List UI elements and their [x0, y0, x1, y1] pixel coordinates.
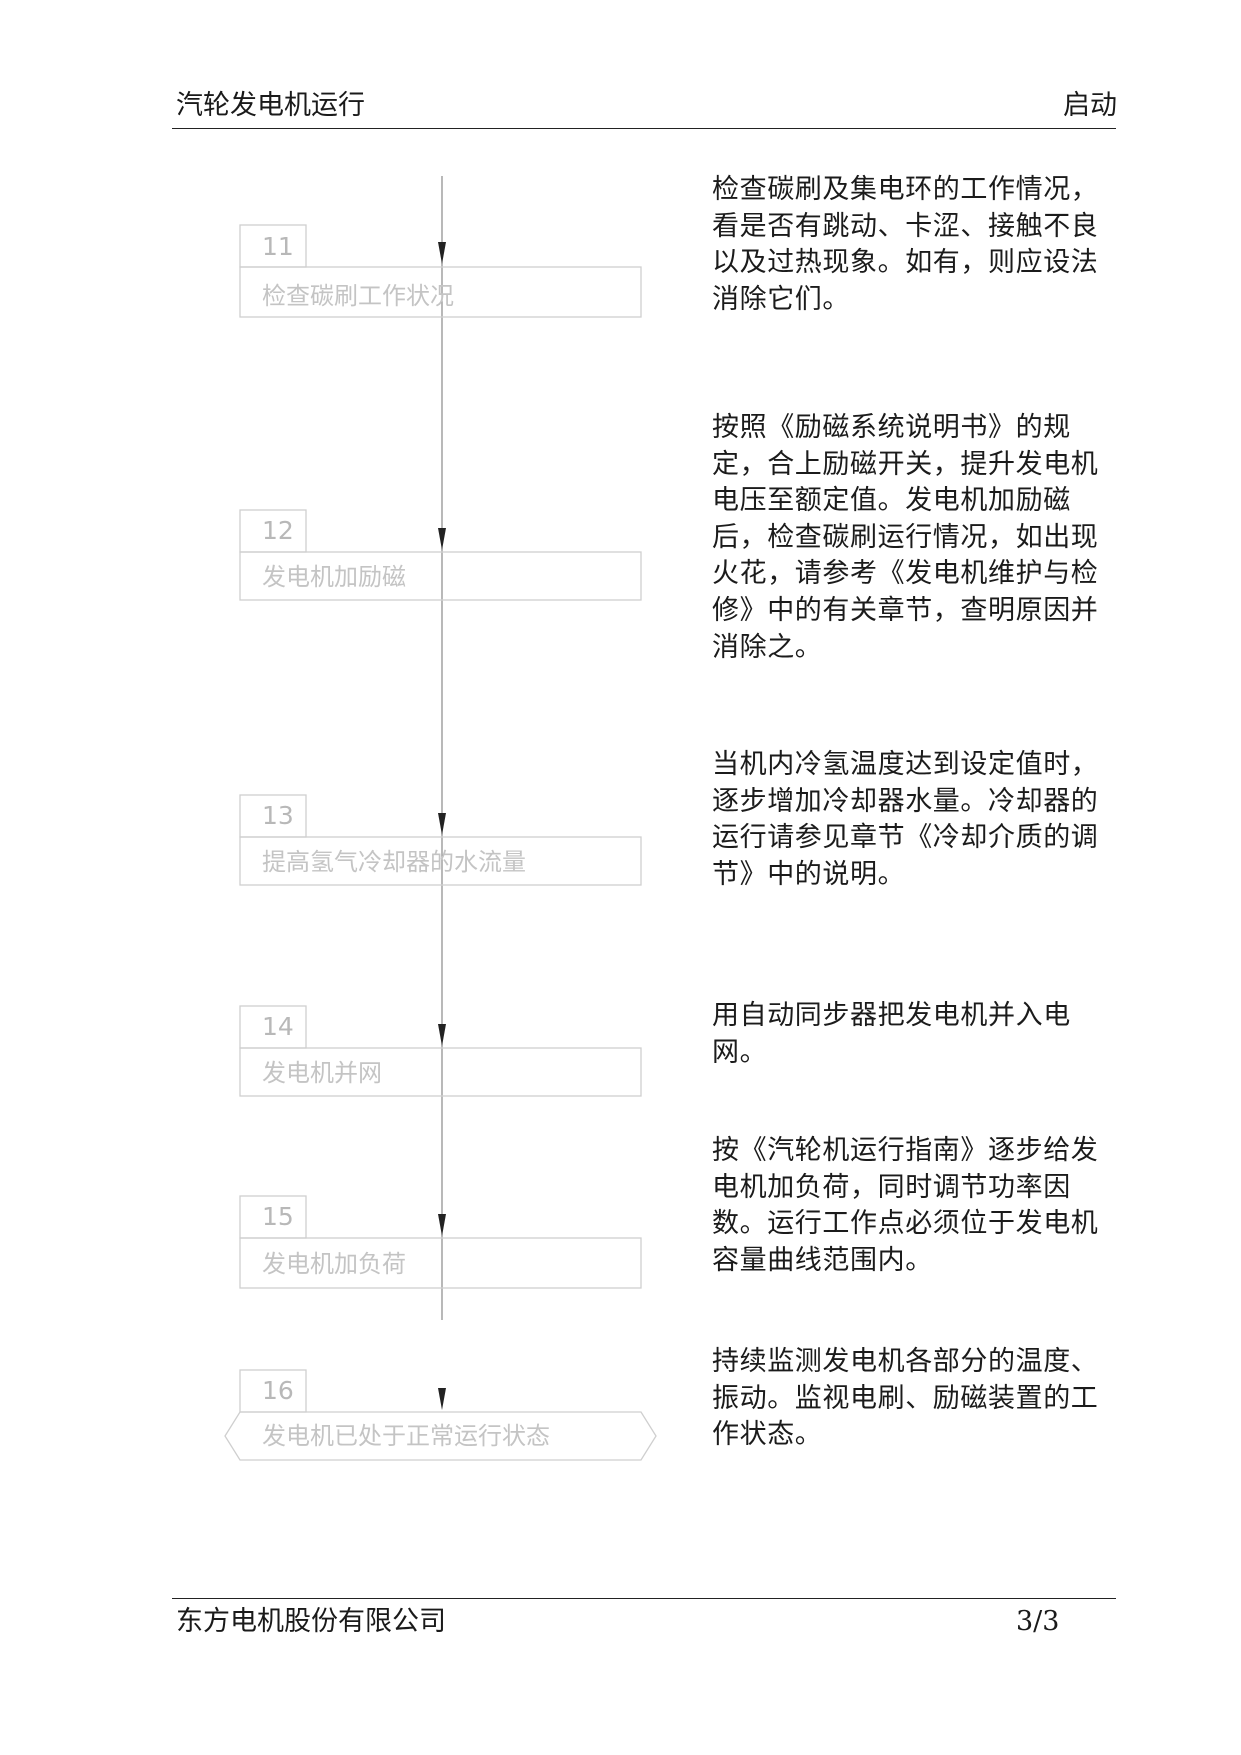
step-label: 检查碳刷工作状况	[262, 282, 454, 310]
step-description: 当机内冷氢温度达到设定值时，逐步增加冷却器水量。冷却器的运行请参见章节《冷却介质…	[712, 749, 1099, 890]
header-rule	[172, 128, 1116, 129]
step-label: 发电机加负荷	[262, 1250, 406, 1278]
header-title: 汽轮发电机运行	[176, 90, 365, 121]
step-number: 15	[262, 1202, 294, 1231]
step-label: 提高氢气冷却器的水流量	[262, 848, 526, 876]
step-box	[239, 1237, 642, 1289]
step-box	[239, 551, 642, 601]
step-number: 14	[262, 1012, 294, 1041]
step-box	[239, 1047, 642, 1097]
step-number: 13	[262, 801, 294, 830]
header-section: 启动	[1063, 90, 1117, 121]
arrow-head	[438, 528, 446, 550]
step-label: 发电机并网	[262, 1059, 382, 1087]
arrow-head	[438, 1388, 446, 1410]
step-label: 发电机已处于正常运行状态	[262, 1422, 550, 1450]
step-description: 按《汽轮机运行指南》逐步给发电机加负荷，同时调节功率因数。运行工作点必须位于发电…	[712, 1135, 1099, 1276]
step-box	[239, 836, 642, 886]
arrow-head	[438, 813, 446, 835]
footer-company: 东方电机股份有限公司	[176, 1606, 446, 1637]
step-number: 11	[262, 232, 294, 261]
page-number: 3/3	[1016, 1606, 1060, 1637]
step-description: 按照《励磁系统说明书》的规定，合上励磁开关，提升发电机电压至额定值。发电机加励磁…	[712, 412, 1099, 663]
step-box	[239, 266, 642, 318]
terminal-box	[224, 1411, 657, 1461]
arrow-head	[438, 1214, 446, 1236]
step-number: 16	[262, 1376, 294, 1405]
arrow-head	[438, 1024, 446, 1046]
step-description: 检查碳刷及集电环的工作情况，看是否有跳动、卡涩、接触不良以及过热现象。如有，则应…	[712, 174, 1099, 315]
footer-rule	[172, 1598, 1116, 1599]
arrow-head	[438, 242, 446, 264]
step-label: 发电机加励磁	[262, 563, 406, 591]
step-description: 持续监测发电机各部分的温度、振动。监视电刷、励磁装置的工作状态。	[712, 1346, 1099, 1451]
step-number: 12	[262, 516, 294, 545]
step-description: 用自动同步器把发电机并入电网。	[712, 1000, 1071, 1068]
